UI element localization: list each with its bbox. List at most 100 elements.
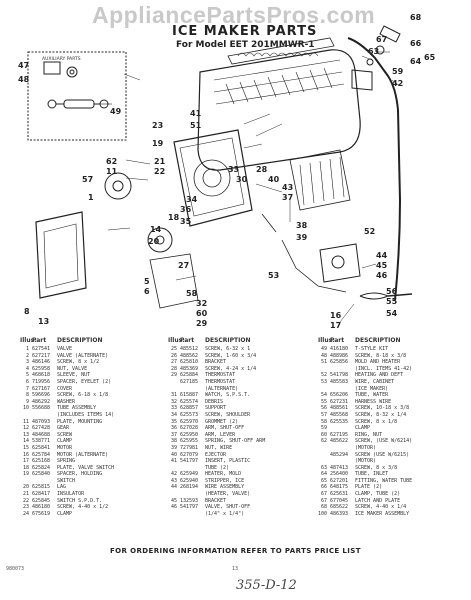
part-number: 625856 xyxy=(330,359,349,366)
part-number: 485622 xyxy=(330,438,349,445)
part-number: 625840 xyxy=(32,471,51,478)
part-number: 486393 xyxy=(330,510,349,517)
illus-number: 57 xyxy=(320,411,327,418)
callout-54: 54 xyxy=(386,309,398,318)
callout-37: 37 xyxy=(282,193,294,202)
part-number: 487093 xyxy=(32,418,51,425)
part-number: 625970 xyxy=(180,418,199,425)
part-description: SCREW, 8 x 1/8 xyxy=(355,418,398,425)
callout-21: 21 xyxy=(154,157,166,166)
callout-14: 14 xyxy=(150,225,162,234)
illus-number: 32 xyxy=(170,398,177,405)
part-number: 625815 xyxy=(32,484,51,491)
part-number: 486180 xyxy=(32,504,51,511)
part-description: CLAMP xyxy=(57,438,73,445)
part-number: 627028 xyxy=(180,425,199,432)
part-number xyxy=(180,511,202,518)
part-description: BRACKET xyxy=(205,497,227,504)
callout-18: 18 xyxy=(168,213,180,222)
part-description: WASHER xyxy=(57,398,76,405)
callout-8: 8 xyxy=(24,307,30,316)
callout-67: 67 xyxy=(376,35,388,44)
table-row: SWITCH xyxy=(20,478,165,485)
part-description: THERMOSTAT xyxy=(205,378,236,385)
illus-number: 26 xyxy=(170,352,177,359)
model-subtitle: For Model EET 201MMWR-1 xyxy=(176,40,315,50)
part-number: 268194 xyxy=(180,484,199,491)
part-number: 625810 xyxy=(180,359,199,366)
table-row: (INCLUDES ITEMS 14) xyxy=(20,412,165,419)
part-description: (HEATER, VALVE) xyxy=(205,491,251,498)
table-row: (HEATER, VALVE) xyxy=(168,491,314,498)
illus-number xyxy=(318,445,327,452)
part-description: ARM, LEVER xyxy=(205,431,236,438)
part-number xyxy=(32,478,54,485)
callout-64: 64 xyxy=(410,57,422,66)
part-description: (INCL. ITEMS 41-42) xyxy=(355,365,413,372)
illus-number xyxy=(168,511,177,518)
illus-number xyxy=(20,412,29,419)
illus-number: 60 xyxy=(320,431,327,438)
illus-number: 24 xyxy=(22,510,29,517)
illus-number: 68 xyxy=(320,504,327,511)
table-row: (ALTERNATE) xyxy=(168,386,314,393)
part-number: 627185 xyxy=(180,378,199,385)
part-description: (1/4" x 1/4") xyxy=(205,510,245,517)
callout-35: 35 xyxy=(180,217,192,226)
part-description: (MOTOR) xyxy=(355,444,377,451)
illus-number: 33 xyxy=(170,405,177,412)
part-number xyxy=(32,412,54,419)
illus-number xyxy=(168,465,177,472)
part-description: SCREW, 8-32 x 1/4 xyxy=(355,411,407,418)
part-number: 625940 xyxy=(180,477,199,484)
part-description: EJECTOR xyxy=(205,451,227,458)
illus-number: 53 xyxy=(320,378,327,385)
callout-20: 20 xyxy=(148,237,160,246)
part-description: SCREW, SHOULDER xyxy=(205,411,251,418)
part-number: 541798 xyxy=(330,372,349,379)
callout-41: 41 xyxy=(190,109,202,118)
illus-number: 2 xyxy=(25,352,29,359)
part-description: CLAMP xyxy=(57,510,73,517)
illus-number: 10 xyxy=(22,405,29,412)
part-number: 627167 xyxy=(32,385,51,392)
part-number: 487413 xyxy=(330,464,349,471)
part-number xyxy=(330,366,352,373)
illus-number: 5 xyxy=(25,372,29,379)
part-number: 132593 xyxy=(180,497,199,504)
illus-number: 37 xyxy=(170,431,177,438)
part-description: CLAMP xyxy=(355,425,371,432)
callout-39: 39 xyxy=(296,233,308,242)
part-description: MOTOR (ALTERNATE) xyxy=(57,451,109,458)
illus-number: 67 xyxy=(320,491,327,498)
part-description: (INCLUDES ITEMS 14) xyxy=(57,411,115,418)
table-row: (1/4" x 1/4") xyxy=(168,511,314,518)
part-number: 625573 xyxy=(180,411,199,418)
callout-52: 52 xyxy=(364,227,376,236)
illus-number: 31 xyxy=(170,392,177,399)
illus-number: 66 xyxy=(320,484,327,491)
illus-number: 67 xyxy=(320,497,327,504)
part-number: 485512 xyxy=(180,346,199,352)
part-number: 625784 xyxy=(32,451,51,458)
part-description: RING, NUT xyxy=(355,431,383,438)
